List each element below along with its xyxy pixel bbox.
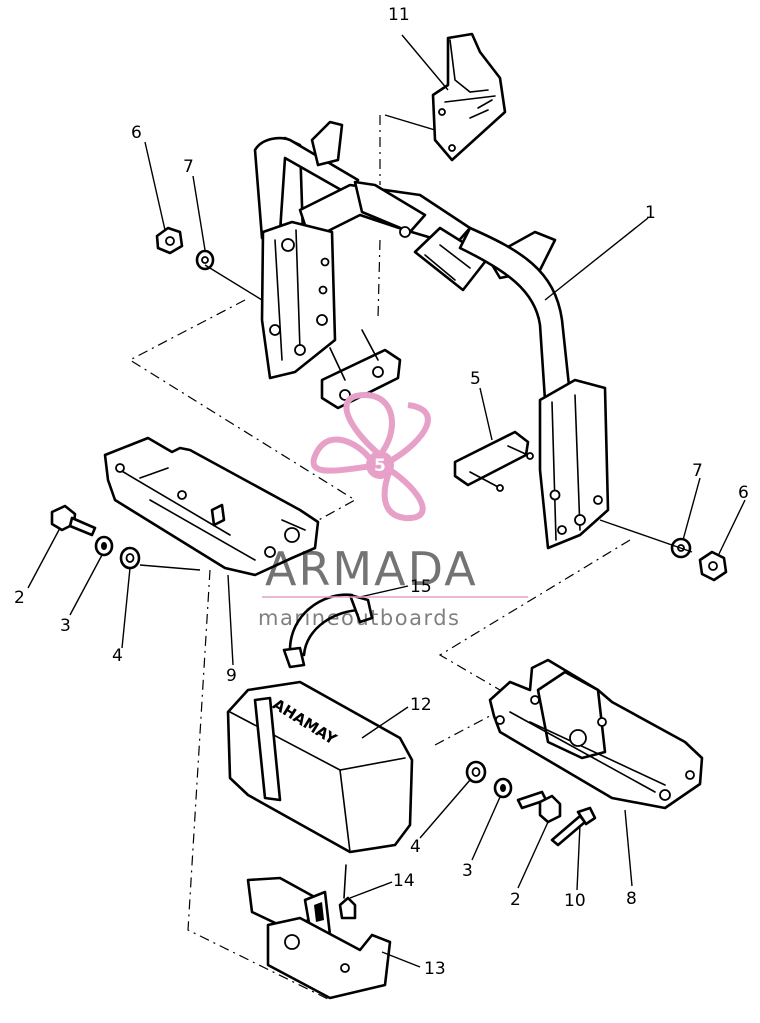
brand-name: ARMADA: [265, 542, 478, 596]
callout-13: 13: [424, 959, 446, 979]
callout-15: 15: [410, 577, 432, 597]
part-washer-upper: [195, 249, 215, 271]
part-left-bracket: [103, 436, 320, 577]
part-bolt-left: [50, 504, 97, 537]
propeller-logo-icon: 5: [310, 391, 431, 522]
part-battery-bracket: [246, 876, 392, 1000]
callout-7-upper: 7: [183, 157, 194, 177]
callout-4-lower: 4: [410, 837, 421, 857]
callout-3-lower: 3: [462, 861, 473, 881]
callout-6-right: 6: [738, 483, 749, 503]
callout-2-lower: 2: [510, 890, 521, 910]
callout-2-left: 2: [14, 588, 25, 608]
callout-3-left: 3: [60, 616, 71, 636]
assembly-guide-lines: [128, 114, 631, 1001]
brand-tagline: marineoutboards: [258, 606, 461, 630]
part-stud-plate-lower: [453, 430, 534, 492]
part-screw: [550, 806, 597, 847]
callout-1: 1: [645, 203, 656, 223]
part-terminal: [338, 864, 357, 920]
part-main-frame: [253, 120, 610, 550]
part-washer-left: [119, 546, 141, 570]
part-lock-washer-lower: [493, 777, 513, 799]
callout-12: 12: [410, 695, 432, 715]
part-battery: YAMAHA: [226, 680, 414, 854]
part-nut-right: [698, 550, 728, 582]
callout-9: 9: [226, 666, 237, 686]
logo-number: 5: [374, 456, 386, 476]
callout-labels: 11 6 7 1 5 7 6 2 3 4 9 15 12 4 3 2 10 8 …: [14, 5, 749, 979]
leader-lines: [27, 34, 746, 968]
part-nut-upper: [155, 226, 184, 255]
callout-6-upper: 6: [131, 123, 142, 143]
callout-7-right: 7: [692, 461, 703, 481]
part-cable-clamp: [282, 593, 374, 669]
callout-5-lower: 5: [470, 369, 481, 389]
callout-4-left: 4: [112, 646, 123, 666]
callout-11: 11: [388, 5, 410, 25]
watermark: 5 ARMADA marineoutboards: [258, 391, 528, 630]
callout-14: 14: [393, 871, 415, 891]
part-lock-washer-left: [94, 535, 114, 557]
callout-8: 8: [626, 889, 637, 909]
part-right-bracket: [488, 658, 704, 810]
part-washer-lower: [465, 760, 487, 784]
part-bolt-lower: [516, 790, 562, 824]
part-stud-plate-upper: [320, 329, 402, 410]
callout-10: 10: [564, 891, 586, 911]
part-handle-cover: [431, 32, 507, 162]
